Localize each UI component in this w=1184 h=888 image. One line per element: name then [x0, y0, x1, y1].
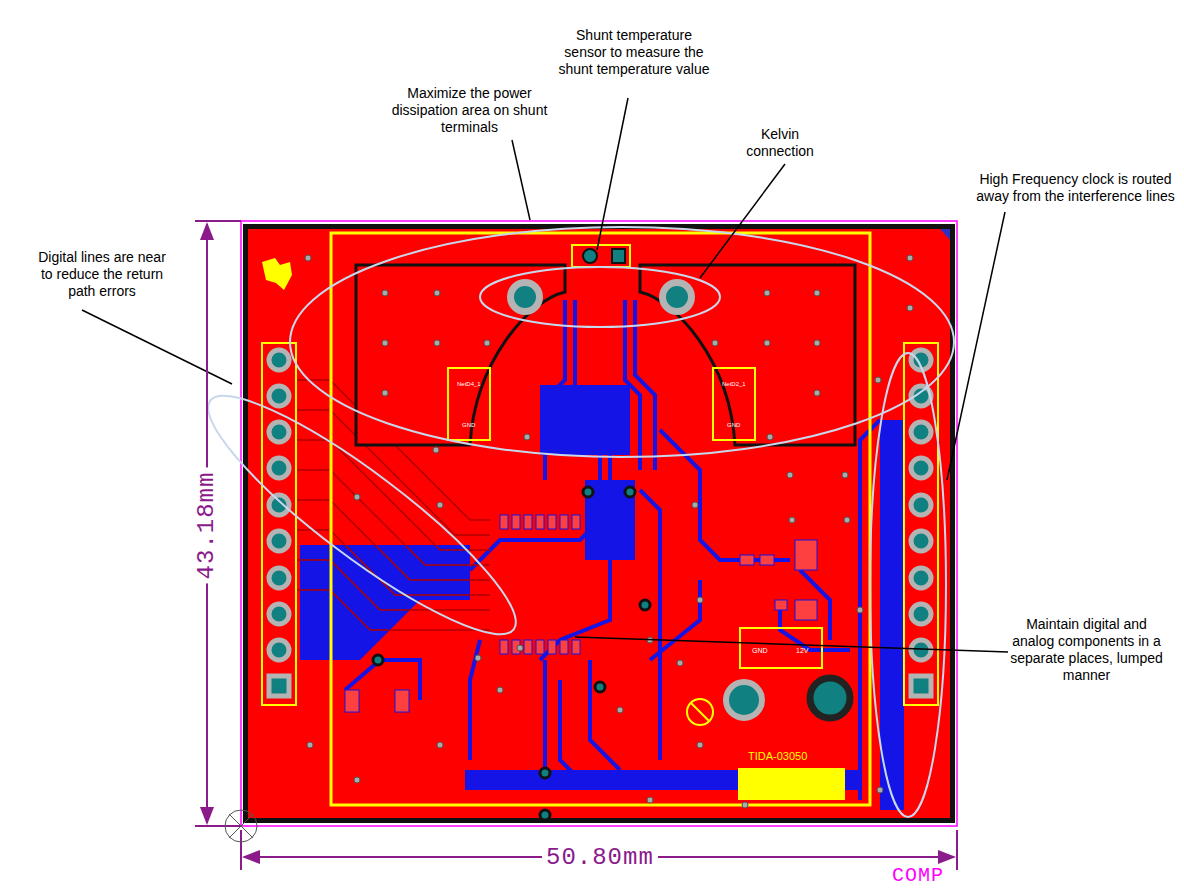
pad-outline: [448, 368, 490, 440]
sensor-footprint: [572, 245, 630, 267]
header: [262, 343, 296, 705]
origin-mark: [229, 814, 253, 838]
callout-text: Maximize the power dissipation area on s…: [382, 85, 557, 136]
pin-name: GND: [727, 422, 740, 429]
pad-outline: [740, 628, 822, 668]
vias: [305, 255, 913, 808]
layer-name: COMP: [892, 864, 944, 888]
board-name: TIDA-03050: [748, 750, 807, 763]
pad-outline: [713, 368, 755, 440]
dimension-arrow: [200, 222, 956, 864]
silkscreen-outline: [331, 233, 870, 805]
pb-free-symbol: [687, 699, 713, 725]
shunt-pad: [640, 265, 855, 445]
shunt-pad: [356, 265, 565, 445]
sensor: [583, 249, 597, 263]
origin-mark: [225, 810, 257, 842]
sensor: [612, 249, 625, 263]
net-name: NetD2_1: [722, 381, 746, 388]
bottom-copper: [300, 385, 904, 810]
via: [810, 678, 850, 718]
callout-text: Digital lines are near to reduce the ret…: [32, 249, 172, 300]
callout-text: Maintain digital and analog components i…: [1004, 616, 1169, 684]
dimension-label: 43.18mm: [192, 468, 221, 584]
corner: [940, 229, 950, 240]
ti-logo: [262, 258, 292, 290]
header: [904, 343, 938, 705]
dimension-label: 50.80mm: [542, 843, 658, 872]
via: [514, 286, 536, 308]
pb-free-symbol: [691, 703, 709, 721]
board-outline: [241, 221, 957, 826]
callout-text: High Frequency clock is routed away from…: [973, 171, 1178, 205]
via: [726, 682, 762, 718]
pin-name: GND: [752, 647, 768, 655]
leader-line: [82, 98, 1008, 652]
vias: [373, 487, 650, 820]
via: [659, 279, 695, 315]
via: [507, 279, 543, 315]
net-name: NetD4_1: [457, 381, 481, 388]
copper-pour: [248, 229, 950, 818]
callout-text: Shunt temperature sensor to measure the …: [554, 27, 714, 78]
callout-text: Kelvin connection: [735, 126, 825, 160]
header-pins: [269, 350, 931, 696]
label-block: [738, 768, 845, 800]
callout-ellipse: [185, 227, 954, 817]
pin-name: 12V: [796, 647, 808, 655]
dimension-line: [195, 221, 957, 870]
via: [666, 286, 688, 308]
origin-mark: [229, 814, 253, 838]
board-edge: [243, 224, 955, 823]
pin-name: GND: [462, 422, 475, 429]
